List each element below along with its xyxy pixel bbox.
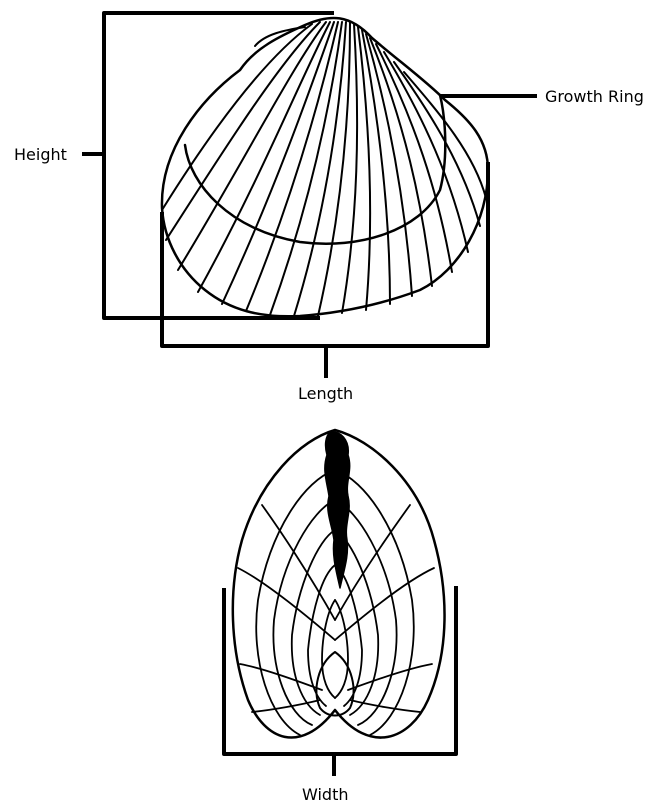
width-bracket (224, 586, 456, 776)
shell-side-view (82, 13, 537, 378)
shell-ribs (162, 22, 486, 316)
ligament (325, 432, 350, 588)
growth-ring-label: Growth Ring (545, 89, 644, 105)
shell-front-view (224, 430, 456, 776)
width-label: Width (302, 787, 348, 803)
length-label: Length (298, 386, 353, 402)
shell-side-outline (162, 18, 488, 316)
height-label: Height (14, 147, 67, 163)
